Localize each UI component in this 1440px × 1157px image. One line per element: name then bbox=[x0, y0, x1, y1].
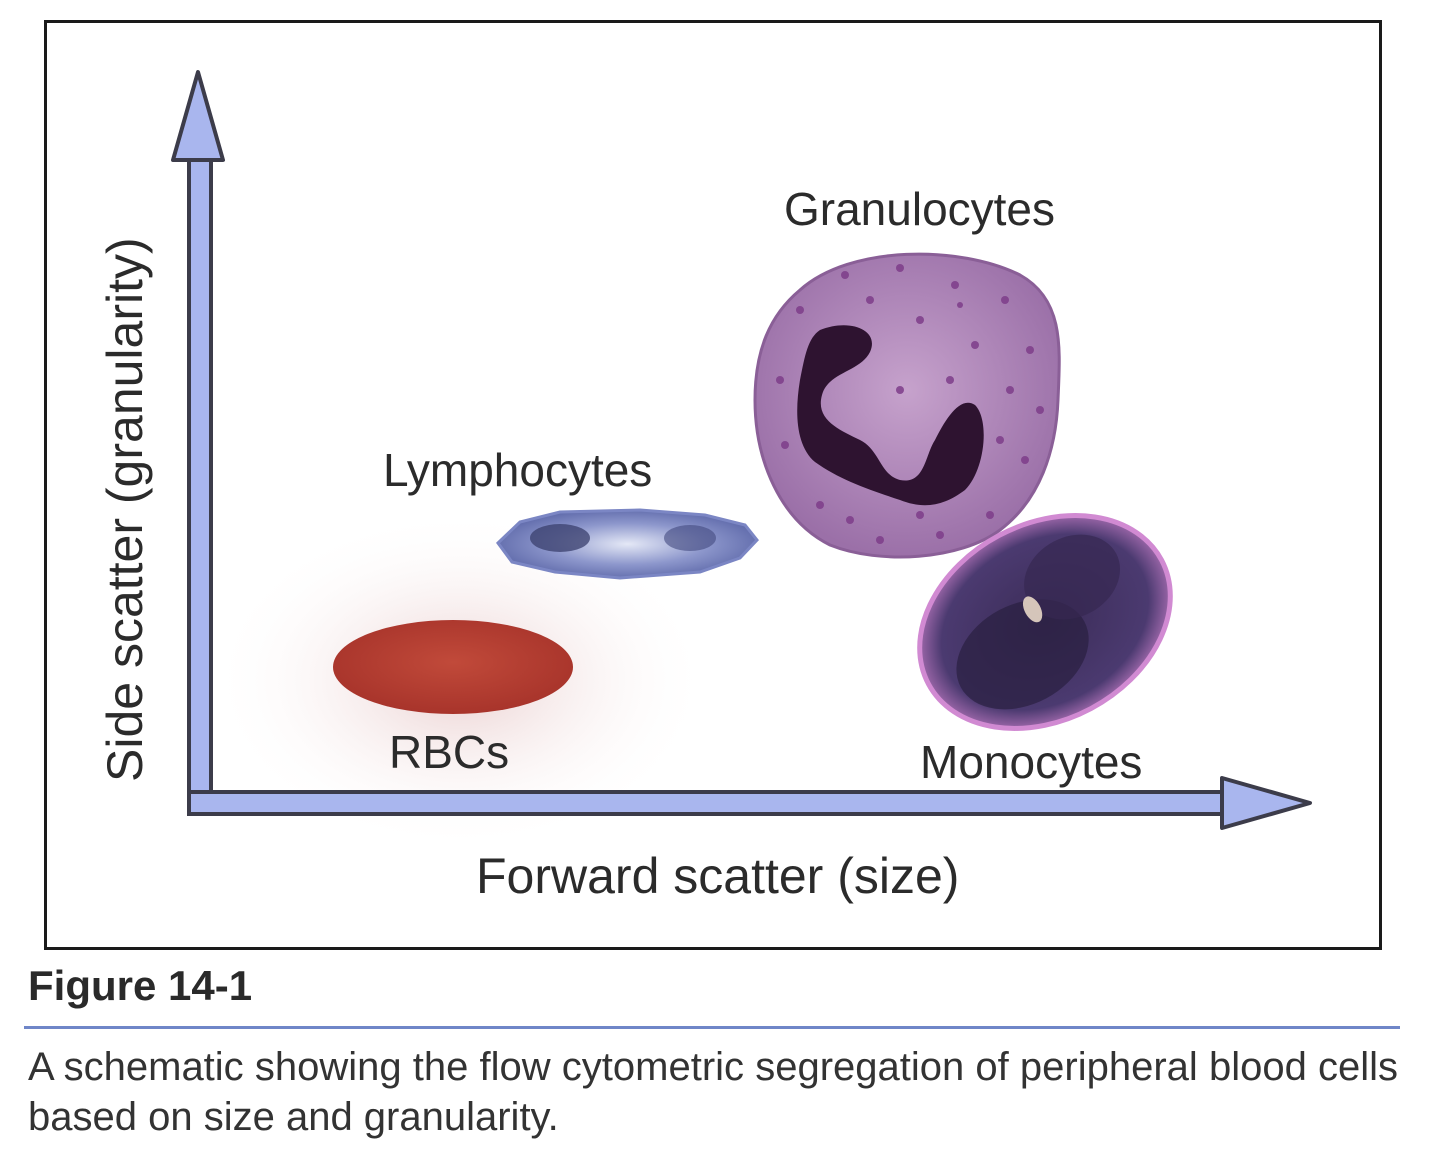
rbcs-label: RBCs bbox=[389, 726, 510, 778]
cell-scatter-diagram bbox=[171, 70, 1312, 850]
x-axis-label: Forward scatter (size) bbox=[476, 848, 960, 904]
rbc-cell bbox=[333, 620, 573, 714]
granulocyte-cell bbox=[753, 252, 1061, 559]
figure-caption: A schematic showing the flow cytometric … bbox=[28, 1045, 1398, 1139]
y-axis-label: Side scatter (granularity) bbox=[97, 237, 153, 782]
figure-title: Figure 14-1 bbox=[28, 962, 253, 1009]
caption-divider bbox=[24, 1026, 1400, 1029]
figure-frame bbox=[44, 20, 1382, 950]
lymphocyte-cell bbox=[496, 508, 759, 580]
x-axis-arrow bbox=[187, 776, 1312, 830]
lymphocytes-label: Lymphocytes bbox=[383, 444, 653, 496]
y-axis-arrow bbox=[171, 70, 225, 814]
granulocytes-label: Granulocytes bbox=[784, 183, 1056, 235]
monocytes-label: Monocytes bbox=[920, 736, 1143, 788]
monocyte-cell bbox=[917, 513, 1173, 731]
